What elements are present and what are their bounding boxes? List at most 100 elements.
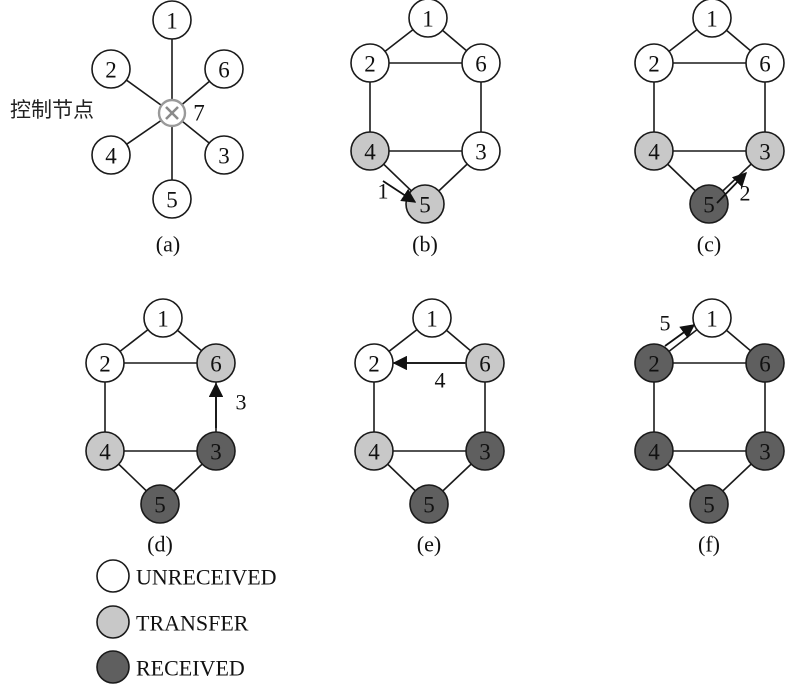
- panel-d-node-3-label: 3: [210, 440, 222, 465]
- panel-f-node-5-circle: [689, 484, 729, 524]
- panel-d-node-6: 6: [196, 343, 236, 383]
- panel-c-node-4-circle: [634, 131, 674, 171]
- panel-b-node-6: 6: [461, 43, 501, 83]
- x-circle-icon: [165, 106, 179, 120]
- panel-a-node-2-label: 2: [105, 58, 117, 83]
- panel-f-step-label: 5: [660, 311, 671, 336]
- panel-e-node-6: 6: [465, 343, 505, 383]
- panel-b-node-6-label: 6: [475, 52, 487, 77]
- panel-a-node-5-circle: [152, 179, 192, 219]
- panel-e-node-3-label: 3: [479, 440, 491, 465]
- panel-b-node-1-circle: [408, 0, 448, 38]
- panel-e-node-4-label: 4: [368, 440, 380, 465]
- panel-b-nodes: 1 2 3 4 5 6: [350, 0, 501, 224]
- panel-a-node-6-circle: [204, 49, 244, 89]
- panel-f-node-2: 2: [634, 343, 674, 383]
- panel-f-node-4-label: 4: [648, 440, 660, 465]
- panel-f-node-5: 5: [689, 484, 729, 524]
- panel-c-node-4-label: 4: [648, 140, 660, 165]
- panel-f-node-1-circle: [692, 298, 732, 338]
- panel-b-node-1: 1: [408, 0, 448, 38]
- panel-d-step-label: 3: [236, 390, 247, 415]
- panel-b-step-label: 1: [378, 179, 389, 204]
- panel-e-step-label: 4: [435, 368, 446, 393]
- panel-a-node-3-circle: [204, 135, 244, 175]
- panel-d-edges: [104, 317, 217, 505]
- panel-e-node-5-circle: [409, 484, 449, 524]
- ring-panels: 1234561(b)1234562(c)1234563(d)1234564(e)…: [85, 0, 785, 557]
- panel-b-node-3-circle: [461, 131, 501, 171]
- panel-c-node-3-label: 3: [759, 140, 771, 165]
- panel-b-node-2-label: 2: [364, 52, 376, 77]
- panel-d-node-6-circle: [196, 343, 236, 383]
- panel-a-node-5-label: 5: [166, 188, 178, 213]
- panel-c-edges: [653, 17, 766, 205]
- panel-d-node-2-label: 2: [99, 352, 111, 377]
- panel-c-node-1: 1: [692, 0, 732, 38]
- panel-b-node-4: 4: [350, 131, 390, 171]
- caption-a: (a): [156, 232, 180, 257]
- panel-e-node-4-circle: [354, 431, 394, 471]
- legend-swatch-unreceived: [96, 559, 130, 593]
- panel-d-node-5-label: 5: [154, 493, 166, 518]
- panel-a-node-1: 1: [152, 0, 192, 40]
- panel-b-transfer-arrow: [382, 180, 417, 203]
- panel-c-transfer-arrow: [716, 171, 748, 204]
- panel-e-node-6-circle: [465, 343, 505, 383]
- legend-label-transfer: TRANSFER: [136, 611, 249, 636]
- panel-a-node-1-circle: [152, 0, 192, 40]
- panel-a-node-3-label: 3: [218, 144, 230, 169]
- legend-item-received: RECEIVED: [96, 650, 245, 684]
- panel-c-node-5-circle: [689, 184, 729, 224]
- panel-c-node-3: 3: [745, 131, 785, 171]
- control-node: 7: [157, 98, 205, 128]
- panel-e-node-2: 2: [354, 343, 394, 383]
- panel-f-node-1-label: 1: [706, 307, 718, 332]
- panel-a-node-6-label: 6: [218, 58, 230, 83]
- panel-c-node-1-label: 1: [706, 7, 718, 32]
- panel-d-node-4-label: 4: [99, 440, 111, 465]
- panel-c-node-6: 6: [745, 43, 785, 83]
- legend-swatch-received: [96, 650, 130, 684]
- panel-d-node-6-label: 6: [210, 352, 222, 377]
- panel-c-node-2-label: 2: [648, 52, 660, 77]
- panel-d-node-5: 5: [140, 484, 180, 524]
- panel-d-node-2: 2: [85, 343, 125, 383]
- panel-e-node-5: 5: [409, 484, 449, 524]
- panel-e-node-3-circle: [465, 431, 505, 471]
- panel-e-node-2-label: 2: [368, 352, 380, 377]
- panel-a-node-4: 4: [91, 135, 131, 175]
- panel-c-node-3-circle: [745, 131, 785, 171]
- caption-b: (b): [412, 232, 438, 257]
- panel-f-node-3-circle: [745, 431, 785, 471]
- caption-f: (f): [698, 532, 720, 557]
- panel-d-node-4-circle: [85, 431, 125, 471]
- panel-f-node-6-label: 6: [759, 352, 771, 377]
- panel-f-node-2-label: 2: [648, 352, 660, 377]
- panel-b-node-1-label: 1: [422, 7, 434, 32]
- panel-f-node-6-circle: [745, 343, 785, 383]
- panel-f-node-6: 6: [745, 343, 785, 383]
- control-node-number: 7: [193, 101, 205, 126]
- legend-item-transfer: TRANSFER: [96, 605, 249, 639]
- panel-a-node-2-circle: [91, 49, 131, 89]
- panel-d-node-3: 3: [196, 431, 236, 471]
- panel-e-node-1-circle: [412, 298, 452, 338]
- caption-c: (c): [697, 232, 721, 257]
- panel-c-node-4: 4: [634, 131, 674, 171]
- panel-b-node-4-label: 4: [364, 140, 376, 165]
- panel-a-node-4-label: 4: [105, 144, 117, 169]
- panel-d-node-1-label: 1: [157, 307, 169, 332]
- caption-e: (e): [417, 532, 441, 557]
- panel-e-node-5-label: 5: [423, 493, 435, 518]
- panel-b-node-5-label: 5: [419, 193, 431, 218]
- panel-b-node-3: 3: [461, 131, 501, 171]
